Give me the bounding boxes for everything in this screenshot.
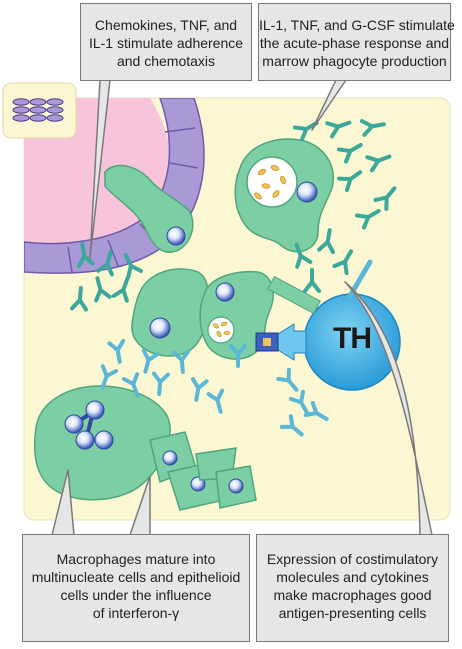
callout-line: IL-1, TNF, and G-CSF stimulate — [259, 17, 455, 33]
callout-line: make macrophages good — [273, 587, 432, 603]
phagocytosing-macrophage — [234, 138, 334, 253]
callout-line: Chemokines, TNF, and — [94, 17, 238, 33]
callout-line: multinucleate cells and epithelioid — [31, 569, 241, 585]
callout-line: IL-1 stimulate adherence — [88, 35, 244, 51]
endothelium-icon — [2, 82, 77, 139]
callout-line: of interferon-γ — [92, 605, 180, 621]
callout-maturation: Macrophages mature into multinucleate ce… — [22, 534, 250, 642]
t-helper-cell — [255, 259, 401, 391]
callout-line: molecules and cytokines — [276, 569, 429, 585]
callout-line: antigen-presenting cells — [278, 605, 427, 621]
callout-line: Expression of costimulatory — [266, 551, 439, 567]
callout-line: and chemotaxis — [116, 53, 216, 69]
callout-acute-phase: IL-1, TNF, and G-CSF stimulate the acute… — [258, 3, 455, 81]
epithelioid-cells — [149, 431, 257, 511]
callout-line: cells under the influence — [60, 587, 212, 603]
callout-line: marrow phagocyte production — [262, 53, 447, 69]
callout-line: the acute-phase response and — [259, 35, 450, 51]
callout-pointers — [51, 79, 433, 536]
callout-line: Macrophages mature into — [56, 551, 216, 567]
macrophage-center-left — [131, 268, 209, 357]
t-helper-label: TH — [333, 322, 372, 355]
antigen-presenting-macrophage — [199, 270, 274, 360]
callout-antigen-presentation: Expression of costimulatory molecules an… — [256, 534, 449, 642]
callout-chemotaxis: Chemokines, TNF, and IL-1 stimulate adhe… — [80, 3, 252, 81]
migrating-macrophage — [104, 164, 194, 253]
